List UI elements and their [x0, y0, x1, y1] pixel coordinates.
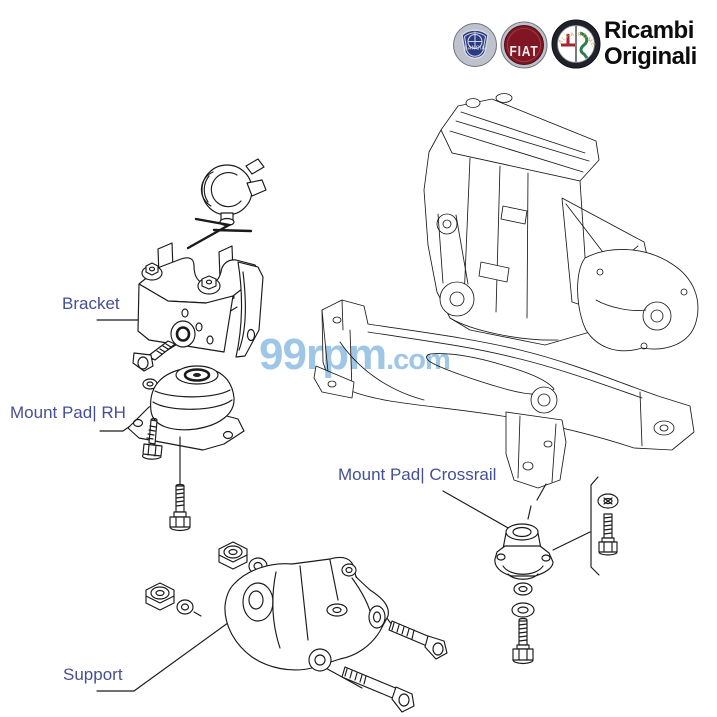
- brand-line2: Originali: [604, 43, 697, 70]
- brand-text: Ricambi Originali: [604, 18, 697, 70]
- mount-pad-crossrail-label: Mount Pad| Crossrail: [338, 465, 497, 484]
- bracket-illustration: [137, 242, 264, 362]
- lancia-logo-text: LANCIA: [465, 46, 486, 52]
- mount-pad-rh-label: Mount Pad| RH: [10, 403, 126, 422]
- watermark-suffix: .com: [386, 344, 451, 376]
- bracket-fasteners-illustration: [132, 320, 196, 390]
- brand-line1: Ricambi: [604, 17, 694, 44]
- crossmember-illustration: [313, 299, 695, 489]
- watermark: 99rpm.com: [259, 330, 451, 379]
- support-illustration: [145, 541, 448, 713]
- engine-illustration: [423, 93, 699, 352]
- watermark-main: 99rpm: [259, 330, 387, 379]
- alfa-romeo-logo: ALFA ROMEO: [550, 18, 601, 69]
- lancia-logo: LANCIA: [453, 23, 497, 67]
- fiat-logo: FIAT: [500, 21, 548, 69]
- mount-pad-crossrail-illustration: [494, 476, 619, 665]
- clamp-illustration: [186, 158, 267, 250]
- mount-pad-rh-illustration: [127, 365, 245, 532]
- support-label: Support: [63, 665, 123, 684]
- bracket-label: Bracket: [62, 294, 120, 313]
- fiat-logo-text: FIAT: [510, 43, 539, 60]
